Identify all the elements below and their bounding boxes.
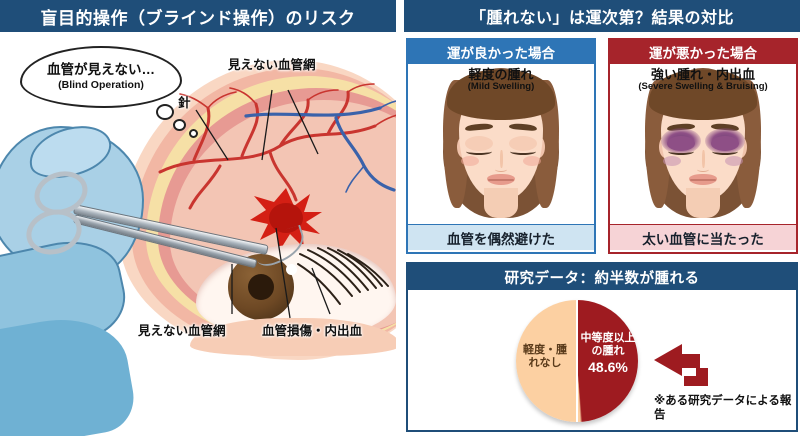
lash-line-right xyxy=(510,148,536,155)
eyelashes xyxy=(297,247,389,305)
pie-slice-value-moderate: 48.6% xyxy=(588,358,628,375)
pupil xyxy=(248,274,274,300)
nose xyxy=(701,150,705,168)
lower-lid xyxy=(190,318,396,356)
eyelid-right xyxy=(711,136,739,155)
right-column: 「腫れない」は運次第？結果の対比 運が良かった場合 xyxy=(404,0,800,436)
card-good-footer: 血管を偶然避けた xyxy=(408,224,594,250)
label-needle: 針 xyxy=(178,96,191,110)
pie-slice-label-moderate: 中等度以上の腫れ 48.6% xyxy=(578,332,638,375)
hair-fringe xyxy=(447,70,555,120)
study-source-note: ※ある研究データによる報告 xyxy=(654,394,796,423)
left-panel-title: 盲目的操作（ブラインド操作）のリスク xyxy=(0,0,396,32)
vessel-network xyxy=(158,83,396,210)
nostrils xyxy=(495,167,507,172)
study-data-card: 研究データ：約半数が腫れる 軽度・腫れなし 中等度以上の腫れ 48.6% ※ある… xyxy=(406,262,798,432)
pie-slice-label-mild-text: 軽度・腫れなし xyxy=(523,344,567,369)
label-vessel-network-top: 見えない血管網 xyxy=(228,58,316,72)
cheek-left xyxy=(461,156,479,166)
cheek-right xyxy=(725,156,743,166)
cheek-right xyxy=(523,156,541,166)
thought-bubble: 血管が見えない… (Blind Operation) xyxy=(20,46,198,138)
lash-line-left xyxy=(668,148,694,155)
blind-operation-illustration: 血管が見えない… (Blind Operation) 針 見えない血管網 見えな… xyxy=(0,32,396,436)
eye-highlight xyxy=(286,264,297,275)
label-vessel-damage: 血管損傷・内出血 xyxy=(262,324,363,338)
cheek-left xyxy=(663,156,681,166)
leader-lines xyxy=(195,89,331,319)
lash-line-right xyxy=(712,148,738,155)
card-good-face-illustration: 軽度の腫れ (Mild Swelling) xyxy=(408,64,594,224)
label-vessel-network-bottom: 見えない血管網 xyxy=(138,324,226,338)
right-panel-title: 「腫れない」は運次第？結果の対比 xyxy=(404,0,800,32)
eyelid-right xyxy=(509,136,537,155)
outcome-card-bad-luck: 運が悪かった場合 xyxy=(608,38,798,254)
card-bad-face-illustration: 強い腫れ・内出血 (Severe Swelling & Bruising) xyxy=(610,64,796,224)
neck xyxy=(484,188,518,218)
thought-bubble-dot xyxy=(189,129,198,138)
outcome-card-good-luck: 運が良かった場合 xyxy=(406,38,596,254)
nostrils xyxy=(697,167,709,172)
pie-slice-label-moderate-text: 中等度以上の腫れ xyxy=(580,332,636,357)
lip-line xyxy=(690,179,716,181)
study-source-note-line1: ※ある研究データによる報告 xyxy=(654,395,792,422)
eyelid-left xyxy=(667,136,695,155)
eyelid-left xyxy=(465,136,493,155)
thought-text-en: (Blind Operation) xyxy=(58,78,144,91)
pie-chart-area: 軽度・腫れなし 中等度以上の腫れ 48.6% ※ある研究データによる報告 xyxy=(408,290,796,430)
hair-fringe xyxy=(649,70,757,120)
pie-slice-label-mild: 軽度・腫れなし xyxy=(518,344,572,370)
bleeding-splash-icon xyxy=(250,188,322,250)
study-data-title: 研究データ：約半数が腫れる xyxy=(408,264,796,290)
swelling-pie-chart xyxy=(516,300,638,422)
left-panel: 盲目的操作（ブラインド操作）のリスク xyxy=(0,0,396,436)
callout-arrow-icon xyxy=(654,344,708,386)
thought-text-jp: 血管が見えない… xyxy=(47,62,155,78)
nose xyxy=(499,150,503,168)
card-bad-header: 運が悪かった場合 xyxy=(610,40,796,64)
card-bad-footer: 太い血管に当たった xyxy=(610,224,796,250)
lip-line xyxy=(488,179,514,181)
card-good-header: 運が良かった場合 xyxy=(408,40,594,64)
neck xyxy=(686,188,720,218)
lash-line-left xyxy=(466,148,492,155)
